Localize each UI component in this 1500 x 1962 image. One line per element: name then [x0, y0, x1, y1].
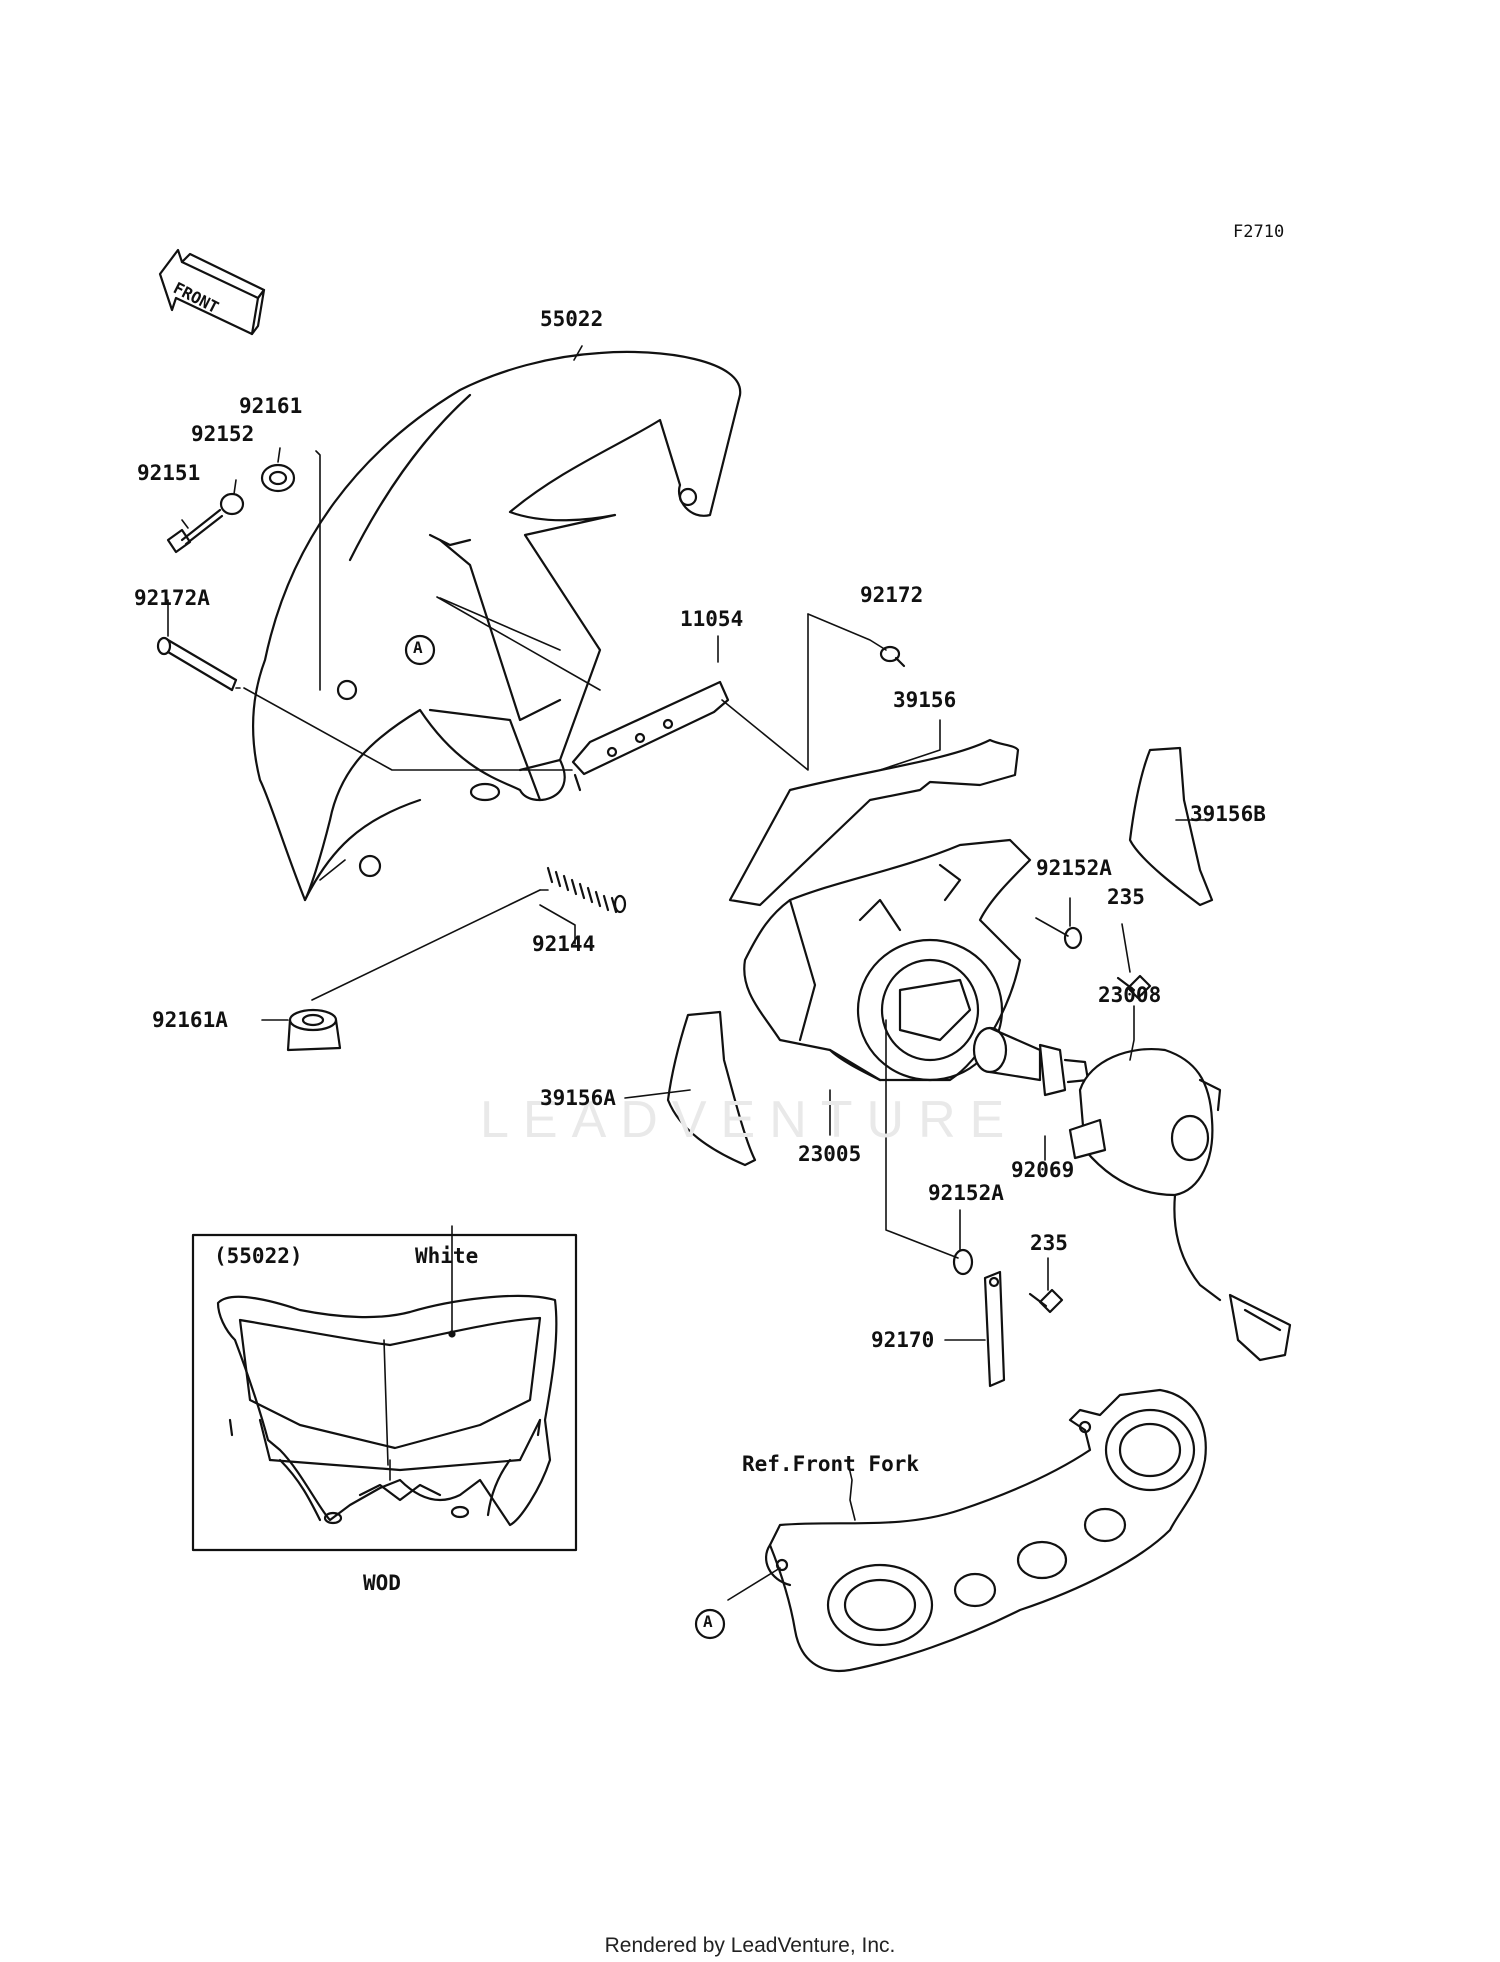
part-label-92151: 92151: [137, 461, 201, 485]
part-label-92161A: 92161A: [152, 1008, 228, 1032]
part-label-39156B: 39156B: [1190, 802, 1266, 826]
front-fork-bracket: [764, 1388, 1207, 1673]
bulb-92069: [972, 1026, 1090, 1097]
part-label-92152: 92152: [191, 422, 255, 446]
spring-92144: [546, 866, 627, 914]
part-label-39156: 39156: [893, 688, 957, 712]
inset-variant-label: WOD: [363, 1571, 401, 1595]
front-arrow-icon: [158, 248, 266, 336]
part-label-235-top: 235: [1107, 885, 1145, 909]
footer-credit: Rendered by LeadVenture, Inc.: [604, 1934, 896, 1957]
part-label-23008: 23008: [1098, 983, 1162, 1007]
collar-92152: [219, 492, 245, 516]
headlight-cowl: [251, 350, 742, 902]
bolt-92151: [166, 508, 224, 554]
insulator-39156: [728, 738, 1020, 907]
leader-lines: [167, 345, 1211, 1601]
grommet-92161: [260, 463, 296, 493]
bolt-235-bot: [1028, 1288, 1064, 1314]
part-label-92144: 92144: [532, 932, 596, 956]
inset-part-ref: (55022): [214, 1244, 303, 1268]
part-label-55022: 55022: [540, 307, 604, 331]
band-92170: [983, 1270, 1006, 1388]
part-label-92152A-bottom: 92152A: [928, 1181, 1004, 1205]
ref-marker-a-top-label: A: [413, 638, 423, 657]
part-label-11054: 11054: [680, 607, 744, 631]
ref-marker-a-top: [404, 634, 436, 666]
figure-code: F2710: [1233, 222, 1285, 242]
white-dot-marker: [448, 1330, 456, 1338]
washer-92152A-bot: [952, 1248, 974, 1276]
ref-marker-a-bottom: [694, 1608, 726, 1640]
insulator-39156A: [666, 1010, 757, 1167]
part-label-92161: 92161: [239, 394, 303, 418]
ref-front-fork-label: Ref.Front Fork: [742, 1452, 920, 1476]
part-label-92069: 92069: [1011, 1158, 1075, 1182]
part-label-23005: 23005: [798, 1142, 862, 1166]
bolt-235-top: [1116, 974, 1152, 1000]
bolt-92172A: [156, 636, 238, 692]
grommet-92161A: [286, 1008, 342, 1052]
washer-92152A-top: [1063, 926, 1083, 950]
inset-color-note: White: [415, 1244, 479, 1268]
part-label-39156A: 39156A: [540, 1086, 616, 1110]
part-label-92170: 92170: [871, 1328, 935, 1352]
part-label-235-bottom: 235: [1030, 1231, 1068, 1255]
part-label-92152A-top: 92152A: [1036, 856, 1112, 880]
bracket-11054: [571, 680, 730, 792]
headlight-cap-23008: [1068, 1048, 1292, 1362]
inset-cowl-wod: [216, 1294, 558, 1527]
part-label-92172A: 92172A: [134, 586, 210, 610]
watermark: LEADVENTURE: [480, 1091, 1019, 1149]
ref-marker-a-bottom-label: A: [703, 1612, 713, 1631]
part-label-92172: 92172: [860, 583, 924, 607]
insulator-39156B: [1128, 746, 1214, 907]
